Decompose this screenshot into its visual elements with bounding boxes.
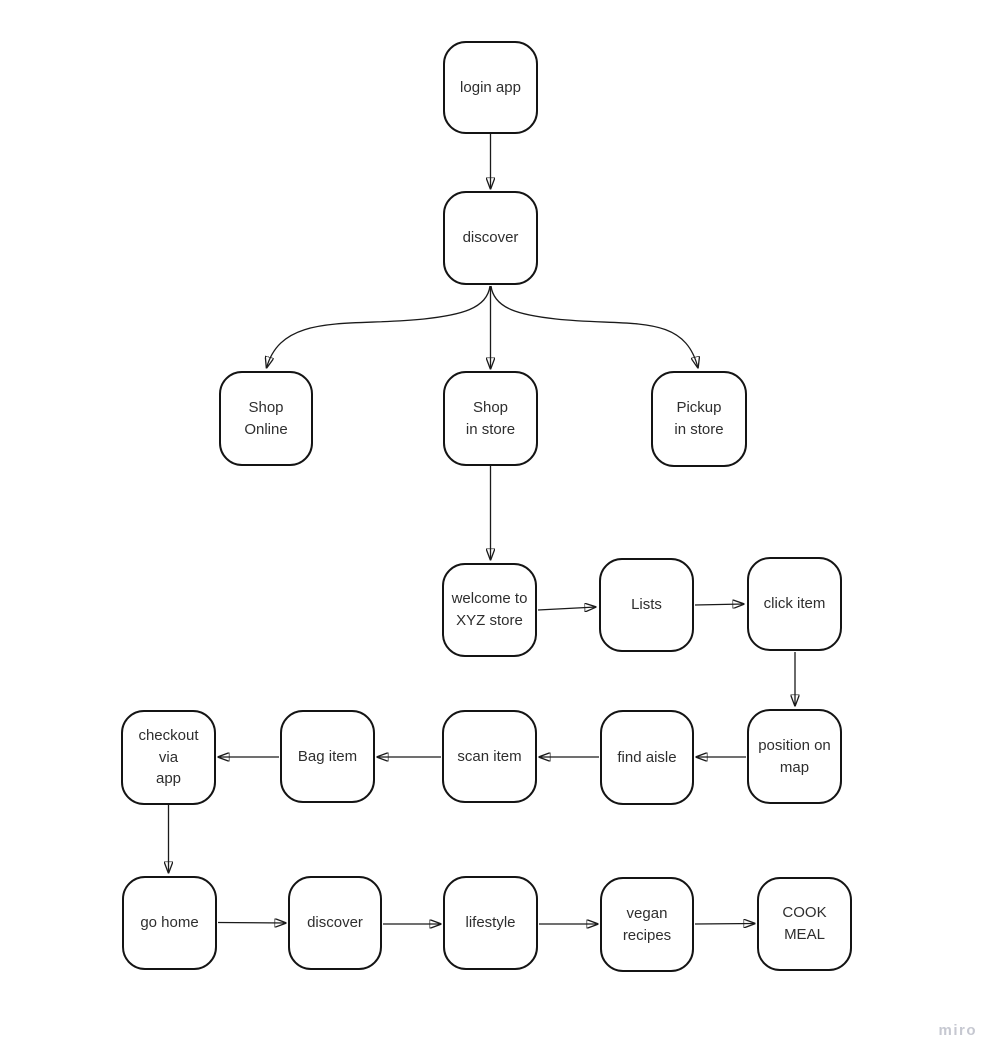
node-shop-online[interactable]: Shop Online — [219, 371, 313, 466]
node-go-home[interactable]: go home — [122, 876, 217, 970]
node-cook-meal-label: COOK MEAL — [782, 904, 827, 943]
node-welcome-xyz-store[interactable]: welcome to XYZ store — [442, 563, 537, 657]
edge-welcome-lists[interactable] — [537, 607, 596, 610]
node-position-on-map-label: position on map — [758, 736, 831, 776]
node-lists[interactable]: Lists — [599, 558, 694, 652]
node-bag-item-label: Bag item — [297, 747, 358, 765]
node-lifestyle-label: lifestyle — [465, 914, 516, 932]
node-discover-2[interactable]: discover — [288, 876, 382, 970]
node-find-aisle-label: find aisle — [617, 748, 677, 766]
miro-watermark[interactable]: miro — [938, 1022, 977, 1039]
node-shop-in-store-label: Shop in store — [465, 398, 516, 438]
node-checkout-via-app[interactable]: checkout via app — [121, 710, 216, 805]
node-checkout-via-app-label: checkout via app — [138, 726, 199, 788]
node-discover-2-label: discover — [307, 914, 363, 932]
node-discover-1-label: discover — [462, 229, 519, 247]
node-click-item-label: click item — [763, 595, 826, 613]
node-cook-meal[interactable]: COOK MEAL — [757, 877, 852, 971]
node-discover-1[interactable]: discover — [443, 191, 538, 285]
node-vegan-recipes-label: vegan recipes — [622, 904, 672, 944]
node-scan-item[interactable]: scan item — [442, 710, 537, 803]
node-go-home-label: go home — [140, 914, 199, 932]
node-lists-label: Lists — [631, 596, 662, 614]
node-position-on-map[interactable]: position on map — [747, 709, 842, 804]
edge-discover-shop-online[interactable] — [267, 285, 491, 368]
node-click-item[interactable]: click item — [747, 557, 842, 651]
node-vegan-recipes[interactable]: vegan recipes — [600, 877, 694, 972]
node-pickup-in-store[interactable]: Pickup in store — [651, 371, 747, 467]
edge-lists-click-item[interactable] — [694, 604, 744, 605]
node-shop-in-store[interactable]: Shop in store — [443, 371, 538, 466]
node-find-aisle[interactable]: find aisle — [600, 710, 694, 805]
node-login-app-label: login app — [460, 78, 521, 96]
edge-vegan-recipes-cook-meal[interactable] — [694, 924, 755, 925]
edge-discover-pickup-in-store[interactable] — [490, 285, 698, 368]
node-login-app[interactable]: login app — [443, 41, 538, 134]
node-pickup-in-store-label: Pickup in store — [674, 399, 724, 438]
node-welcome-xyz-store-label: welcome to XYZ store — [451, 590, 528, 629]
node-scan-item-label: scan item — [457, 747, 522, 765]
node-bag-item[interactable]: Bag item — [280, 710, 375, 803]
node-shop-online-label: Shop Online — [244, 398, 288, 438]
node-lifestyle[interactable]: lifestyle — [443, 876, 538, 970]
edge-go-home-discover[interactable] — [217, 923, 286, 924]
